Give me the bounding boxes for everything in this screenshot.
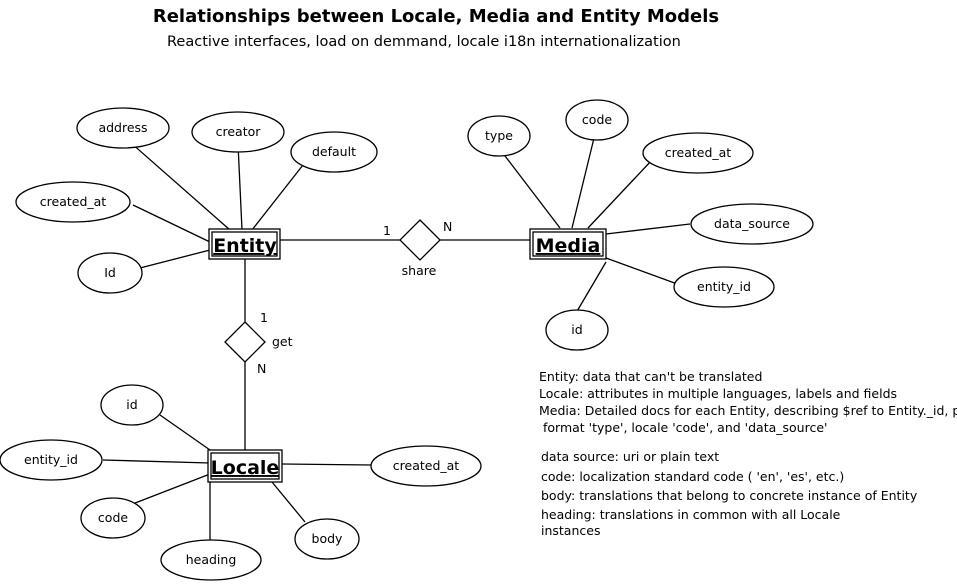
note-line: format 'type', locale 'code', and 'data_… [543,420,827,435]
attribute-label: id [126,397,137,412]
attribute-label: data_source [714,216,790,231]
attribute-label: code [582,112,612,127]
share-card-media: N [443,219,452,234]
entity-entity-label: Entity [213,235,277,257]
entity-media[interactable]: Media [529,228,607,260]
attribute-media-id[interactable]: id [545,309,609,351]
attribute-media-type[interactable]: type [467,115,531,157]
attribute-media-entity-id[interactable]: entity_id [673,266,775,308]
notes-group-fields: data source: uri or plain text code: loc… [541,449,918,538]
attribute-label: entity_id [697,279,751,294]
attribute-entity-address[interactable]: address [76,107,170,149]
share-card-entity: 1 [383,223,391,238]
entity-media-label: Media [536,235,601,257]
attribute-label: created_at [393,458,460,473]
attribute-label: created_at [40,194,107,209]
relationship-get[interactable]: get 1 N [224,310,293,376]
attribute-label: heading [186,552,237,567]
attribute-locale-entity-id[interactable]: entity_id [0,439,103,481]
note-line: Locale: attributes in multiple languages… [539,386,897,401]
attribute-entity-default[interactable]: default [290,131,378,173]
diagram-subtitle: Reactive interfaces, load on demmand, lo… [167,34,681,50]
attribute-label: code [98,510,128,525]
attribute-locale-id[interactable]: id [100,384,164,426]
share-label: share [402,263,437,278]
attribute-label: Id [104,265,116,280]
entity-locale-label: Locale [211,457,280,479]
note-line: instances [541,523,600,538]
attribute-label: creator [216,124,262,139]
connector-lines [102,127,691,542]
note-line: code: localization standard code ( 'en',… [541,469,844,484]
attribute-entity-creator[interactable]: creator [191,111,285,153]
attribute-entity-id[interactable]: Id [77,252,143,294]
attribute-locale-body[interactable]: body [294,518,360,560]
relationship-share[interactable]: share 1 N [383,219,452,278]
attribute-entity-created-at[interactable]: created_at [15,181,131,223]
diagram-title: Relationships between Locale, Media and … [153,6,719,27]
note-line: heading: translations in common with all… [541,507,841,522]
attribute-label: id [571,322,582,337]
attribute-label: type [485,128,513,143]
attribute-locale-created-at[interactable]: created_at [370,445,482,487]
note-line: data source: uri or plain text [541,449,719,464]
attribute-label: created_at [665,145,732,160]
entity-locale[interactable]: Locale [207,449,283,483]
attribute-label: default [312,144,356,159]
notes-group-definitions: Entity: data that can't be translated Lo… [539,369,957,435]
note-line: body: translations that belong to concre… [541,488,918,503]
attribute-label: entity_id [24,452,78,467]
get-card-entity: 1 [260,310,268,325]
attribute-media-data-source[interactable]: data_source [690,203,814,245]
attribute-label: body [312,531,344,546]
attribute-locale-code[interactable]: code [80,497,146,539]
get-label: get [272,334,293,349]
attribute-locale-heading[interactable]: heading [160,539,262,581]
note-line: Entity: data that can't be translated [539,369,762,384]
attribute-label: address [98,120,147,135]
get-card-locale: N [257,361,266,376]
note-line: Media: Detailed docs for each Entity, de… [539,403,957,418]
entity-entity[interactable]: Entity [208,228,281,260]
attribute-media-code[interactable]: code [565,99,629,141]
attribute-media-created-at[interactable]: created_at [642,132,754,174]
